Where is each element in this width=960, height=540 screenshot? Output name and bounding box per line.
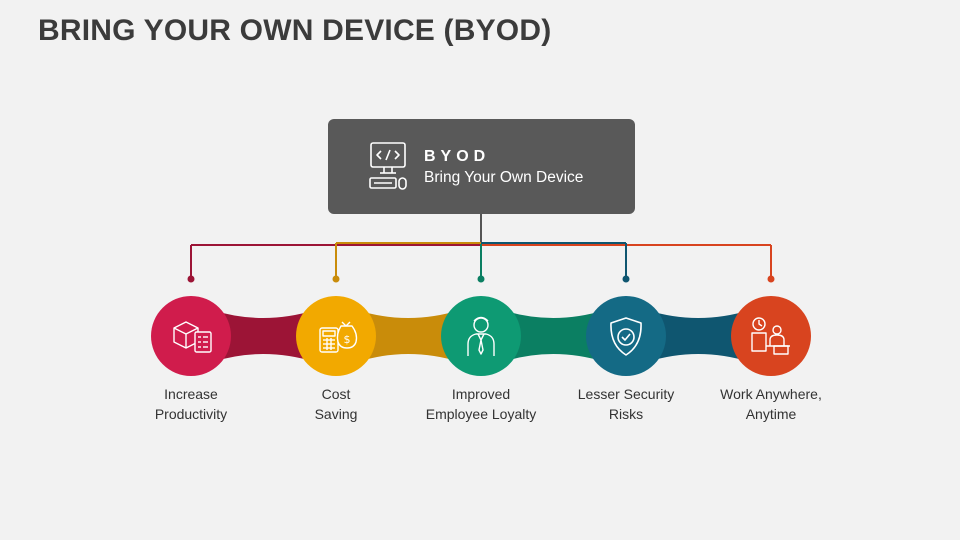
drop-5	[767, 245, 775, 283]
shield-check-icon	[610, 317, 642, 356]
page-title: BRING YOUR OWN DEVICE (BYOD)	[38, 14, 552, 47]
item-circle-4	[586, 296, 666, 376]
remote-work-icon	[751, 317, 790, 355]
item-label-3-line-1: Improved	[451, 386, 511, 402]
drop-3	[477, 244, 485, 283]
byod-center-box: BYOD Bring Your Own Device	[328, 119, 635, 214]
drop-4	[622, 243, 630, 283]
item-label-3-line-2: Employee Loyalty	[425, 405, 537, 422]
calculator-money-bag-icon: $	[319, 321, 358, 353]
item-circle-1	[151, 296, 231, 376]
connector-1	[212, 310, 315, 362]
item-label-5-line-1: Work Anywhere,	[720, 386, 822, 402]
item-circle-3	[441, 296, 521, 376]
drop-2	[332, 243, 340, 283]
item-label-1-line-2: Productivity	[154, 405, 228, 422]
connector-2	[357, 310, 460, 362]
item-label-4-line-1: Lesser Security	[577, 386, 675, 402]
item-label-5: Work Anywhere, Anytime	[696, 385, 846, 424]
item-circle-2	[296, 296, 376, 376]
item-label-2-line-1: Cost	[321, 386, 351, 402]
item-label-2: Cost Saving	[261, 385, 411, 424]
center-full-name: Bring Your Own Device	[424, 169, 584, 186]
connector-4	[647, 310, 750, 362]
item-label-4-line-2: Risks	[608, 405, 644, 422]
connector-3	[502, 310, 605, 362]
computer-code-icon	[369, 142, 407, 190]
box-checklist-icon	[173, 321, 212, 353]
item-label-5-line-2: Anytime	[745, 405, 797, 422]
svg-text:$: $	[344, 333, 351, 346]
item-label-4: Lesser Security Risks	[551, 385, 701, 424]
item-label-2-line-2: Saving	[314, 405, 358, 422]
item-label-1: Increase Productivity	[116, 385, 266, 424]
employee-icon	[467, 316, 495, 356]
item-label-1-line-1: Increase	[164, 386, 218, 402]
drop-1	[187, 245, 195, 283]
center-abbreviation: BYOD	[424, 148, 491, 165]
item-label-3: Improved Employee Loyalty	[406, 385, 556, 424]
